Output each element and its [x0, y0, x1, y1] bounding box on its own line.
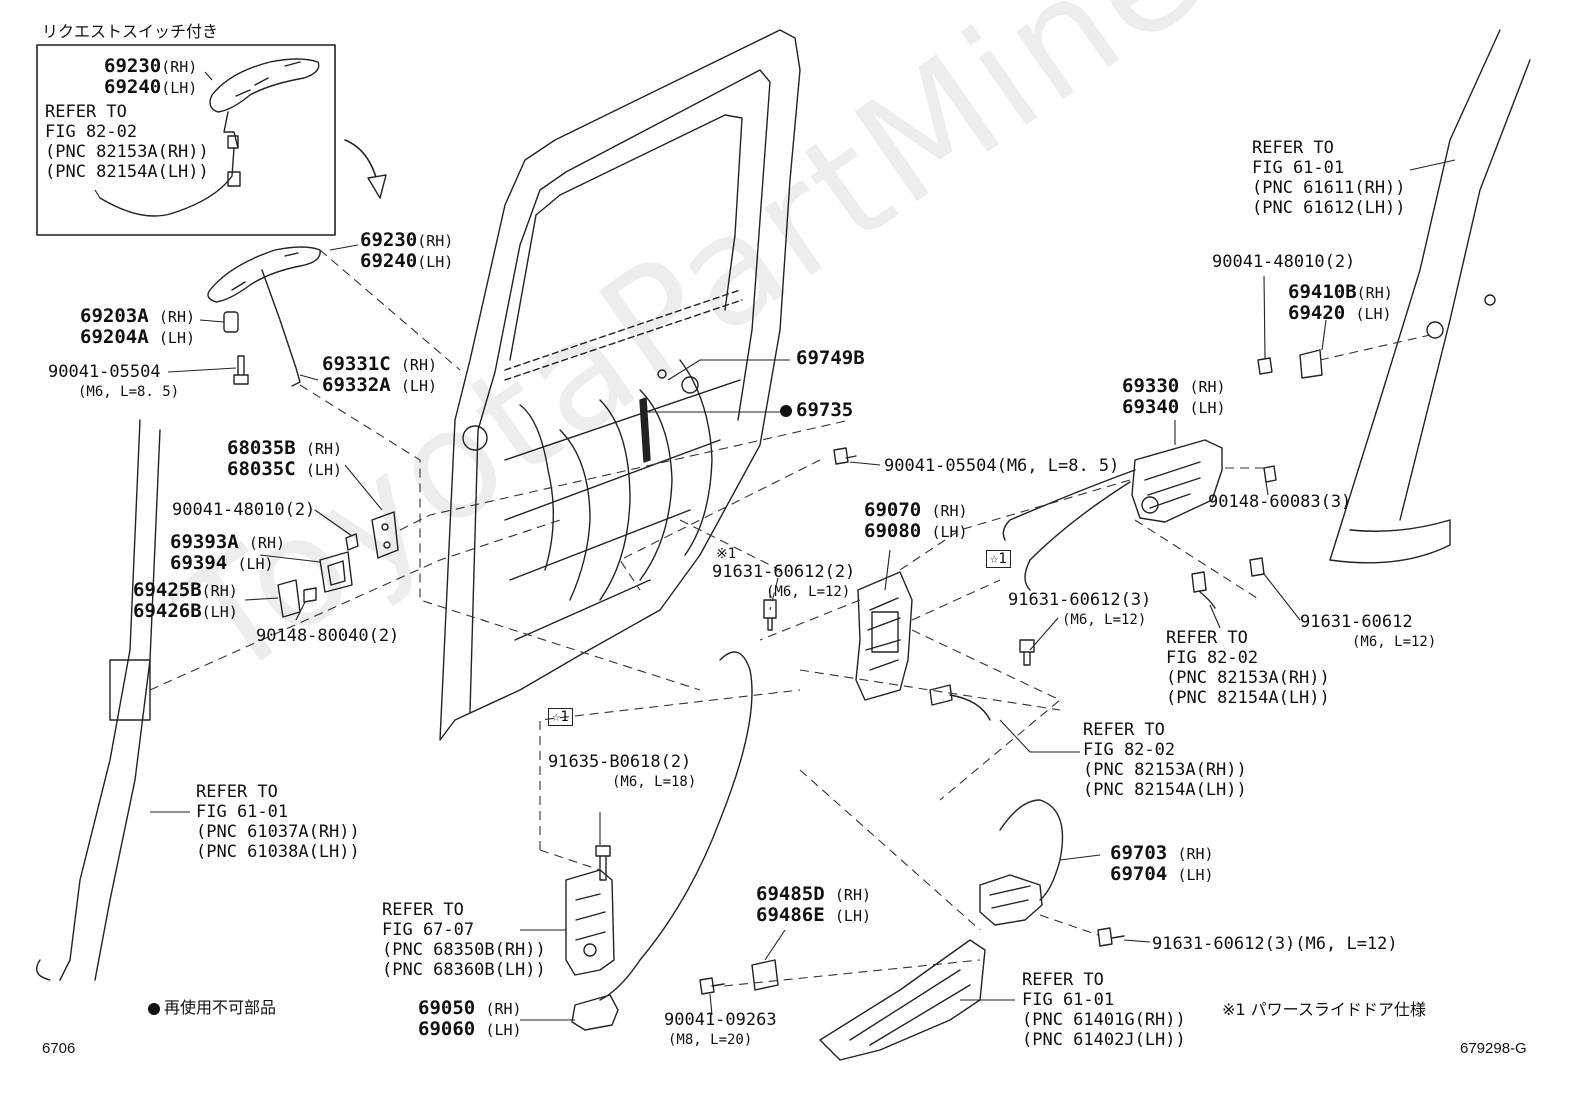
bracket-68035-shape	[371, 511, 399, 559]
label-bolt-60612-3b: 91631-60612(3)(M6, L=12)	[1152, 934, 1398, 954]
label-handle: 69230(RH) 69240(LH)	[360, 229, 454, 272]
right-pillar-shape	[1257, 29, 1531, 564]
label-clip: 69749B	[796, 347, 865, 369]
legend-star1-note: ※1 パワースライドドア仕様	[1222, 1000, 1426, 1019]
legend-non-reusable: 再使用不可部品	[148, 998, 276, 1018]
legend-dot-icon	[148, 1002, 160, 1015]
label-actuator: 69703 (RH) 69704 (LH)	[1110, 842, 1214, 885]
label-rod: 69331C (RH) 69332A (LH)	[322, 353, 438, 396]
door-frame-shape	[439, 29, 801, 741]
header-note: リクエストスイッチ付き	[42, 22, 219, 41]
bolt-09263-shape	[699, 977, 725, 995]
striker-l-shape	[277, 579, 301, 618]
label-refer-6101-right: REFER TO FIG 61-01 (PNC 61611(RH)) (PNC …	[1252, 138, 1406, 218]
label-bolt-60612-3: 91631-60612(3) (M6, L=12)	[1008, 590, 1152, 628]
bolt-a-shape	[233, 355, 249, 385]
inset-box	[36, 44, 336, 236]
label-striker-l: 69425B(RH) 69426B(LH)	[133, 579, 238, 622]
label-refer-6707: REFER TO FIG 67-07 (PNC 68350B(RH)) (PNC…	[382, 900, 546, 980]
note1-mark: ※1	[716, 546, 737, 562]
label-bolt-b0618: 91635-B0618(2) (M6, L=18)	[548, 752, 697, 790]
outside-handle-shape	[207, 246, 321, 387]
label-cover: 69203A (RH) 69204A (LH)	[80, 305, 196, 348]
lower-hinge-shape	[565, 869, 615, 976]
label-inset-refer: REFER TO FIG 82-02 (PNC 82153A(RH)) (PNC…	[45, 102, 209, 182]
pad-shape	[319, 551, 353, 593]
label-bolt-09263: 90041-09263 (M8, L=20)	[664, 1010, 777, 1048]
label-pad: 69393A (RH) 69394 (LH)	[170, 531, 286, 574]
label-screw-48010-left: 90041-48010(2)	[172, 500, 316, 520]
figure-number: 6706	[42, 1040, 76, 1057]
star1-mark-left: ☆1	[548, 706, 573, 726]
handle-cover-shape	[223, 311, 239, 333]
figure-code: 679298-G	[1460, 1040, 1527, 1057]
label-screw-80040: 90148-80040(2)	[256, 626, 400, 646]
label-bolt-60612-r: 91631-60612 (M6, L=12)	[1300, 612, 1437, 650]
label-roller-bracket: 69485D (RH) 69486E (LH)	[756, 883, 872, 926]
label-striker-r: 69410B(RH) 69420 (LH)	[1288, 281, 1393, 324]
lower-latch-shape	[571, 994, 619, 1031]
actuator-shape	[979, 799, 1125, 947]
label-screw-48010-right: 90041-48010(2)	[1212, 252, 1356, 272]
non-reusable-dot-icon	[780, 405, 792, 417]
label-bracket-68035: 68035B (RH) 68035C (LH)	[227, 437, 343, 480]
label-refer-8202-mid: REFER TO FIG 82-02 (PNC 82153A(RH)) (PNC…	[1083, 720, 1247, 800]
bolt-b0618-shape	[595, 845, 611, 881]
label-bolt-a: 90041-05504 (M6, L=8. 5)	[48, 362, 180, 400]
label-refer-8202-right: REFER TO FIG 82-02 (PNC 82153A(RH)) (PNC…	[1166, 628, 1330, 708]
bolt-60612-2-shape	[763, 599, 777, 631]
label-refer-6101-left: REFER TO FIG 61-01 (PNC 61037A(RH)) (PNC…	[196, 782, 360, 862]
label-lower-latch: 69050 (RH) 69060 (LH)	[418, 997, 522, 1040]
label-refer-6101-bottom: REFER TO FIG 61-01 (PNC 61401G(RH)) (PNC…	[1022, 970, 1186, 1050]
label-bolt-b: 90041-05504(M6, L=8. 5)	[884, 456, 1120, 476]
label-latch: 69070 (RH) 69080 (LH)	[864, 499, 968, 542]
latch-shape	[855, 571, 991, 721]
label-inset-handle: 69230(RH) 69240(LH)	[104, 55, 198, 98]
inset-handle-shape	[99, 58, 320, 217]
star1-mark-right: ☆1	[986, 548, 1011, 568]
label-69735: 69735	[780, 400, 853, 421]
roller-bracket-shape	[751, 959, 779, 991]
label-bolt-60612-2: 91631-60612(2) (M6, L=12)	[712, 562, 856, 600]
left-pillar-shape	[36, 419, 161, 981]
label-screw-60083: 90148-60083(3)	[1208, 492, 1352, 512]
label-rear-lock: 69330 (RH) 69340 (LH)	[1122, 375, 1226, 418]
